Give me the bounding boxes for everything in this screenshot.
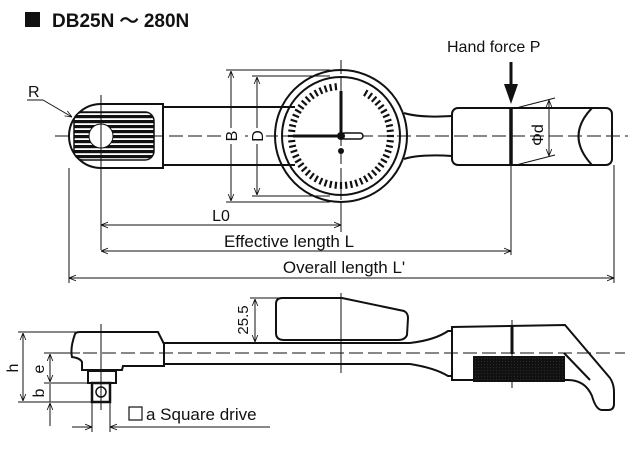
b-offset-label: b <box>31 388 48 397</box>
dial-tick <box>288 139 296 143</box>
title-text: DB25N ～ 280N <box>52 11 189 32</box>
dial-tick <box>308 172 315 180</box>
dial-tick <box>328 83 333 92</box>
dial-tick <box>377 162 385 169</box>
dial-tick <box>313 175 319 183</box>
dial-tick <box>300 99 308 107</box>
dial-tick <box>292 113 300 119</box>
knurled-head-insert <box>73 111 155 161</box>
dial-tick <box>384 149 392 154</box>
dial-tick <box>374 165 382 173</box>
dial-tick <box>328 180 333 189</box>
dial-tick <box>385 123 394 128</box>
dial-tick <box>304 95 312 103</box>
dial-tick <box>318 87 324 95</box>
dial-tick <box>384 118 392 123</box>
side-view: 25.5 h e b a Square drive <box>5 293 625 432</box>
ratchet-head <box>68 103 164 169</box>
phid-label: Φd <box>530 124 547 146</box>
dial-hub <box>337 132 345 140</box>
dial-tick <box>382 153 390 159</box>
hand-force-arrow-icon <box>504 84 518 104</box>
dial-tick <box>288 123 297 128</box>
dial-tick <box>354 179 359 187</box>
side-head-lower <box>87 370 117 384</box>
square-drive-label: a Square drive <box>146 405 257 424</box>
overall-length-label: Overall length L' <box>283 258 405 277</box>
neck <box>403 112 453 160</box>
dial-tick <box>370 169 378 177</box>
dial-tick <box>358 177 364 185</box>
dial-pin <box>338 148 344 154</box>
dial-tick <box>334 181 338 189</box>
dial-tick <box>380 108 388 114</box>
dial-ticks <box>288 83 394 189</box>
dial-tick <box>363 175 369 183</box>
title-square-icon <box>25 12 40 27</box>
dial-tick <box>288 144 297 149</box>
dial-tick <box>374 99 382 107</box>
dial-tick <box>382 113 390 119</box>
dial-tick <box>363 89 369 97</box>
dial-tick <box>292 153 300 159</box>
side-dial-housing <box>275 297 410 341</box>
side-grip <box>451 323 615 411</box>
dial-tick <box>349 180 354 189</box>
dial-tick <box>386 129 394 133</box>
dial-tick <box>377 103 385 110</box>
b-label: B <box>224 131 241 142</box>
effective-length-label: Effective length L <box>224 232 354 251</box>
dial-tick <box>297 162 305 169</box>
dial-tick <box>386 139 394 143</box>
dial-height-label: 25.5 <box>235 305 252 334</box>
phid-ext-top <box>515 97 556 109</box>
dial-tick <box>300 165 308 173</box>
title-block: DB25N ～ 280N <box>25 11 189 32</box>
dial-tick <box>370 95 378 103</box>
side-ratchet-head <box>70 331 165 371</box>
e-label: e <box>31 364 48 373</box>
dial-tick <box>334 83 338 91</box>
radius-leader <box>42 99 72 117</box>
dial-tick <box>304 169 312 177</box>
dial-tick <box>288 129 296 133</box>
phid-ext-bottom <box>515 154 556 166</box>
dial-tick <box>367 92 374 100</box>
side-grip-inner-curve <box>563 352 591 381</box>
grip-handle <box>451 107 613 166</box>
d-label: D <box>250 130 267 142</box>
side-neck <box>409 330 452 377</box>
h-label: h <box>5 364 22 373</box>
dial-tick <box>290 149 298 154</box>
dial-tick <box>380 158 388 164</box>
dial-tick <box>294 158 302 164</box>
dial-tick <box>323 85 328 93</box>
dial-tick <box>297 103 305 110</box>
grip-end-arc <box>577 107 593 166</box>
radius-label: R <box>28 84 40 101</box>
side-grip-texture <box>473 356 565 382</box>
dial-tick <box>318 177 324 185</box>
hand-force-label: Hand force P <box>447 39 540 56</box>
top-view: Hand force P Φd R B D L0 Effective lengt… <box>27 39 628 283</box>
dial-tick <box>367 172 374 180</box>
dial-tick <box>308 92 315 100</box>
dial-tick <box>385 144 394 149</box>
dial-gauge <box>274 60 408 220</box>
dial-tick <box>323 179 328 187</box>
dial-tick <box>294 108 302 114</box>
dial-tick <box>344 181 348 189</box>
dial-tick <box>290 118 298 123</box>
square-drive-symbol-icon <box>128 406 143 421</box>
l0-label: L0 <box>212 208 230 225</box>
dial-tick <box>313 89 319 97</box>
